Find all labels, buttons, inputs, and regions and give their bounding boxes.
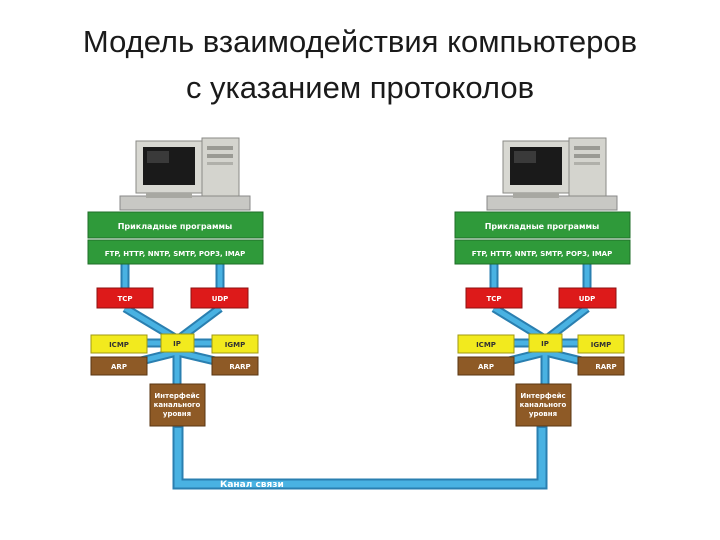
tcp-box [96, 287, 154, 309]
applications-label: Прикладные программы [485, 222, 600, 231]
page-title-line1: Модель взаимодействия компьютеров [82, 24, 638, 59]
app-protocols-label: FTP, HTTP, NNTP, SMTP, POP3, IMAP [105, 250, 245, 258]
link-interface-label-3: уровня [163, 410, 191, 418]
ip-box [528, 333, 563, 353]
computer-icon [486, 137, 618, 211]
ip-box [160, 333, 195, 353]
igmp-label: IGMP [591, 341, 611, 349]
app-protocols-label: FTP, HTTP, NNTP, SMTP, POP3, IMAP [472, 250, 612, 258]
computer-stack-right: Прикладные программы FTP, HTTP, NNTP, SM… [454, 137, 631, 428]
rarp-box [211, 356, 259, 376]
igmp-box [577, 334, 625, 354]
page-title-line2: с указанием протоколов [185, 70, 535, 105]
udp-box [190, 287, 249, 309]
link-interface-label-3: уровня [529, 410, 557, 418]
link-interface-label-1: Интерфейс [520, 392, 565, 400]
rarp-label: RARP [595, 363, 616, 371]
icmp-box [457, 334, 515, 354]
icmp-label: ICMP [109, 341, 129, 349]
app-protocols-box [87, 239, 264, 265]
arp-box [90, 356, 148, 376]
ip-label: IP [541, 340, 549, 348]
app-protocols-box [454, 239, 631, 265]
channel-label: Канал связи [220, 480, 284, 490]
link-interface-label-2: канального [154, 401, 201, 409]
ip-label: IP [173, 340, 181, 348]
link-interface-box [515, 383, 572, 427]
channel-pipe [172, 425, 548, 490]
applications-label: Прикладные программы [118, 222, 233, 231]
channel-pipe-inner [174, 425, 546, 488]
link-interface-box [149, 383, 206, 427]
icmp-label: ICMP [476, 341, 496, 349]
arp-box [457, 356, 515, 376]
igmp-box [211, 334, 259, 354]
arp-label: ARP [478, 363, 494, 371]
link-interface-label-2: канального [520, 401, 567, 409]
computer-icon [119, 137, 251, 211]
link-interface-label-1: Интерфейс [154, 392, 199, 400]
applications-box [454, 211, 631, 239]
udp-box [558, 287, 617, 309]
tcp-label: TCP [486, 295, 501, 303]
tcp-box [465, 287, 523, 309]
computer-stack-left: Прикладные программы FTP, HTTP, NNTP, SM… [87, 137, 264, 428]
udp-label: UDP [579, 295, 596, 303]
rarp-label: RARP [229, 363, 250, 371]
rarp-box [577, 356, 625, 376]
icmp-box [90, 334, 148, 354]
applications-box [87, 211, 264, 239]
arp-label: ARP [111, 363, 127, 371]
tcp-label: TCP [117, 295, 132, 303]
igmp-label: IGMP [225, 341, 245, 349]
udp-label: UDP [212, 295, 229, 303]
